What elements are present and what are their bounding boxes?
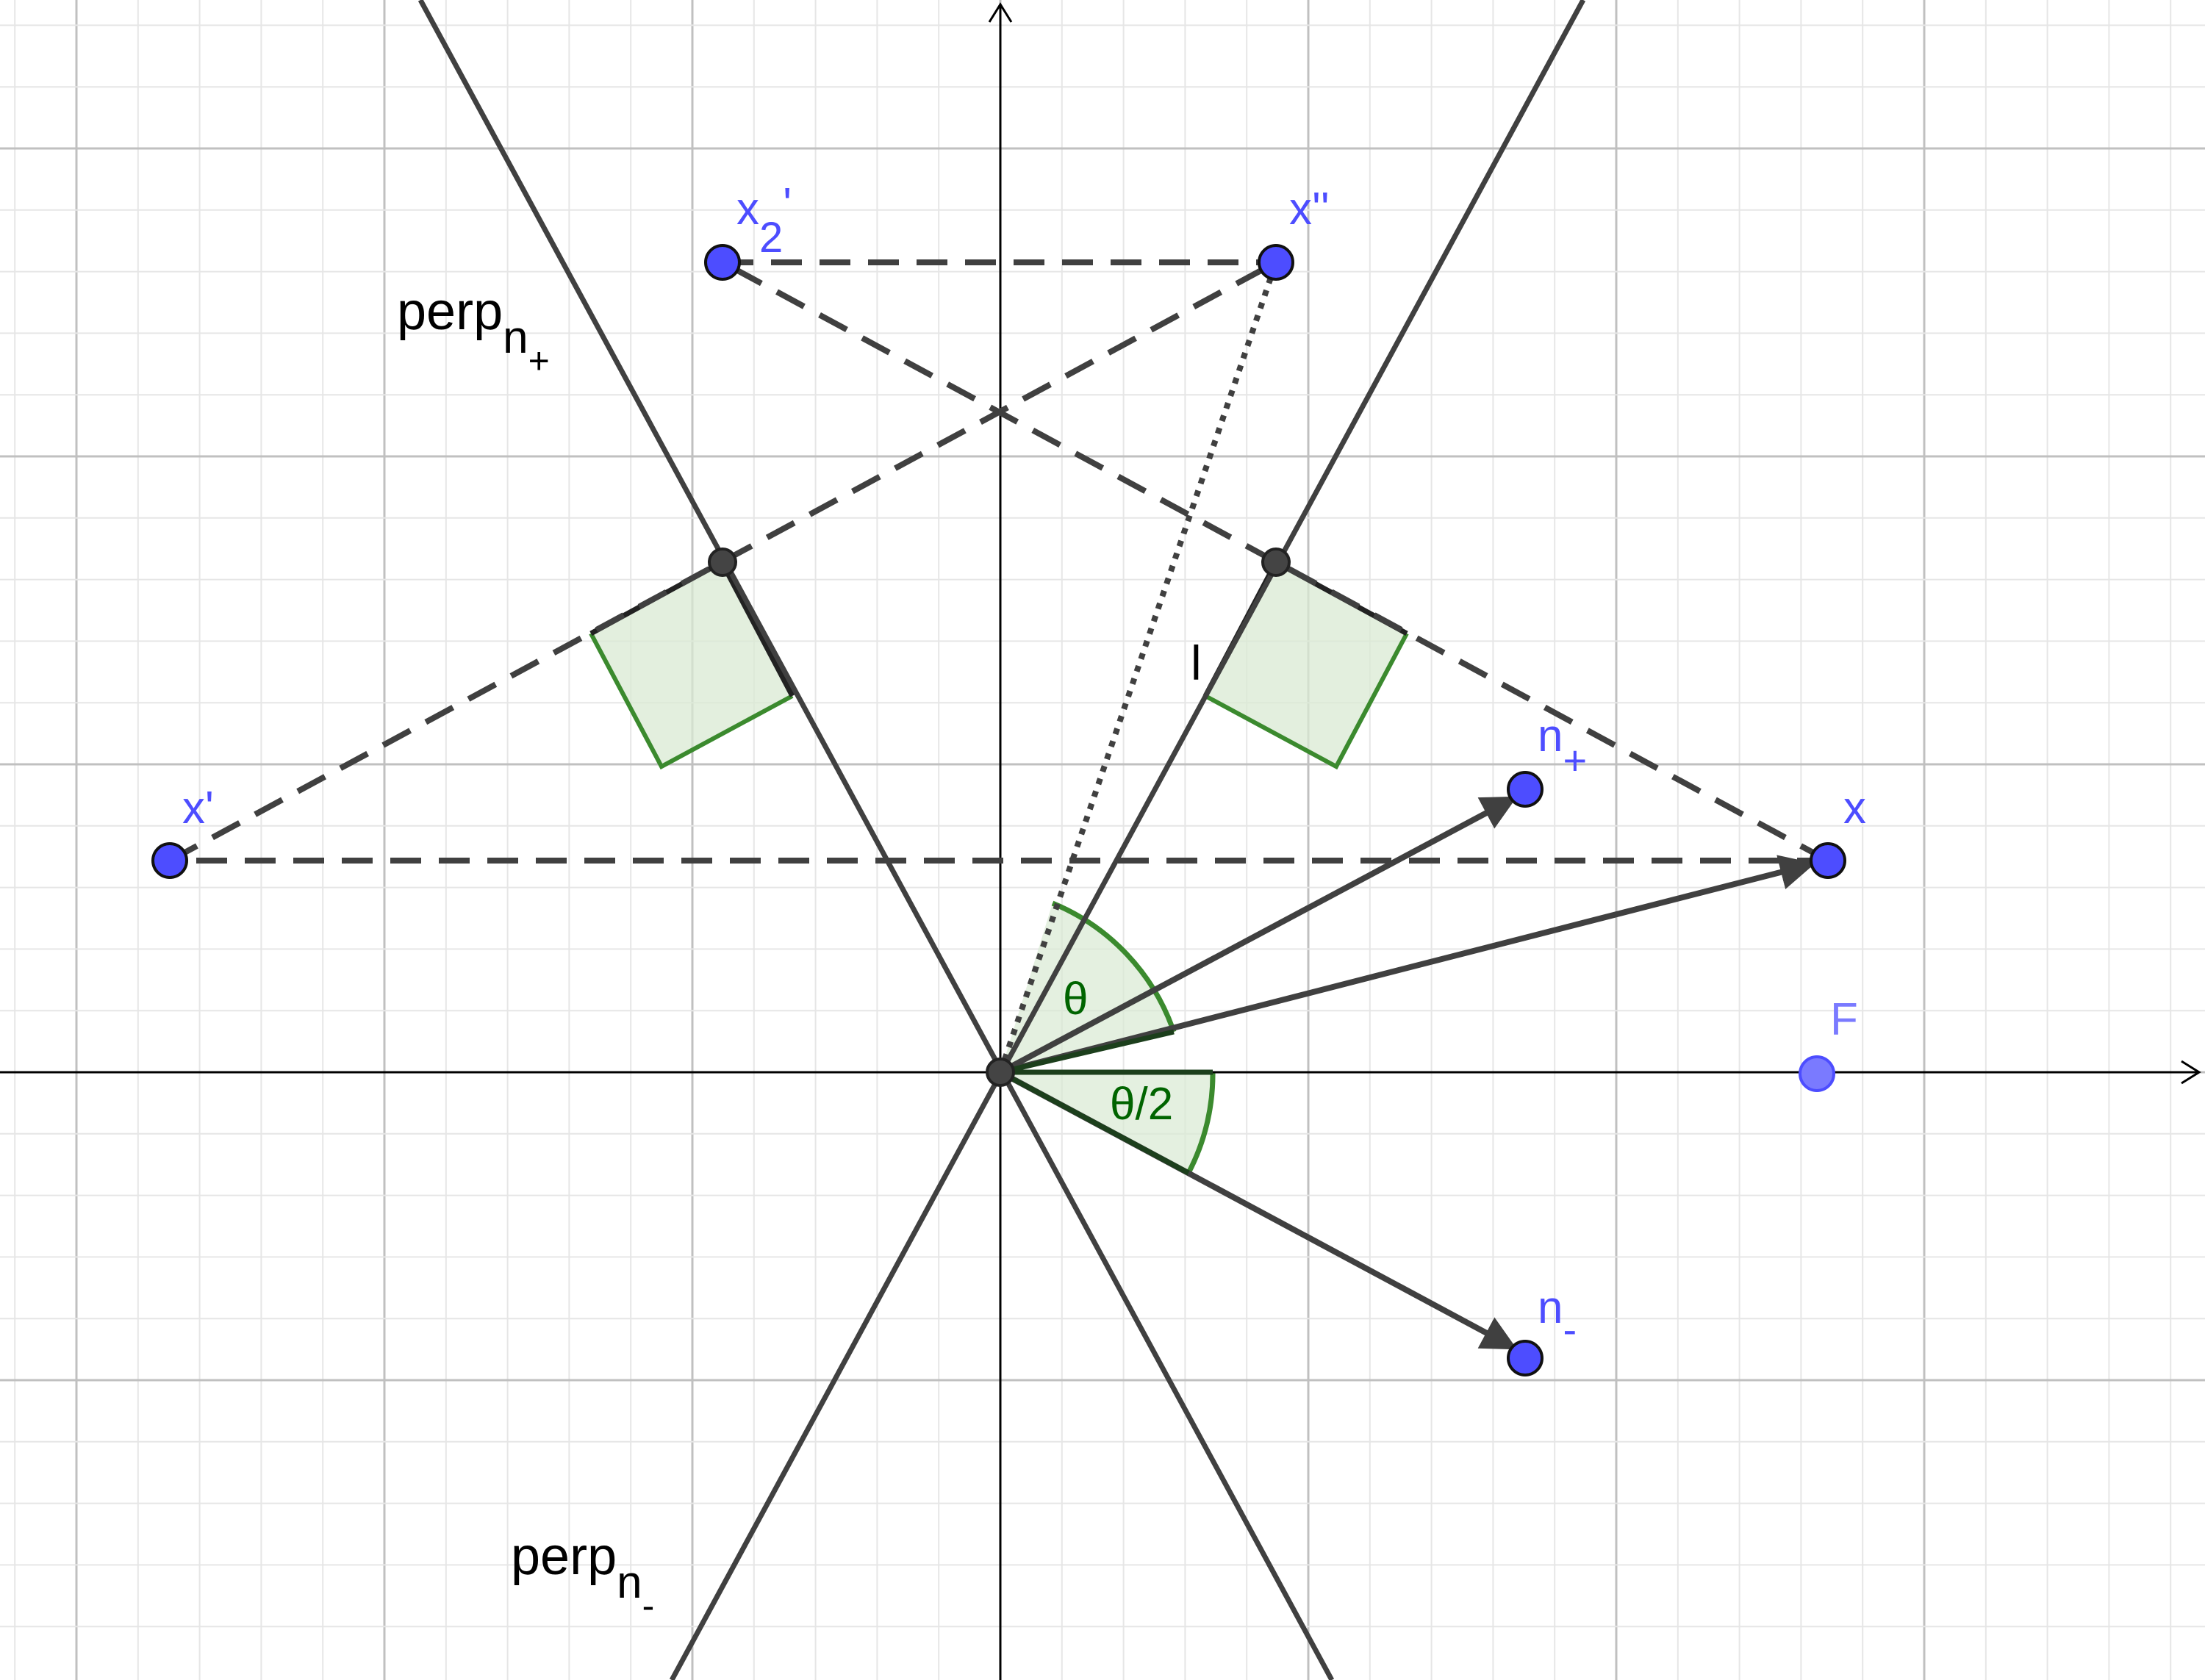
angle-rays <box>999 1029 1213 1176</box>
label-perp-n-minus: perpn- <box>511 1527 654 1626</box>
label-n-plus: n+ <box>1538 711 1587 783</box>
label-F: F <box>1830 994 1858 1045</box>
label-perp-n-plus: perpn+ <box>397 282 550 381</box>
vector-to-x <box>1000 855 1815 1075</box>
dashed-xprime-to-xdoubleprime <box>168 259 1277 864</box>
point-F[interactable] <box>1799 1055 1835 1092</box>
intersection-point-left[interactable] <box>708 548 737 577</box>
dashed-x-to-x2prime <box>721 259 1829 864</box>
point-labels: x x' x2' x'' n+ n- F <box>182 179 1866 1352</box>
angle-labels: θ θ/2 <box>1063 974 1173 1130</box>
point-x[interactable] <box>1810 842 1846 879</box>
label-x2-prime: x2' <box>736 179 792 262</box>
right-angle-marker-right <box>1202 559 1409 770</box>
origin-point[interactable] <box>986 1058 1015 1087</box>
right-angle-marker-left <box>589 559 795 770</box>
label-x-double-prime: x'' <box>1289 184 1330 234</box>
point-n-plus[interactable] <box>1507 771 1544 808</box>
label-x: x <box>1843 783 1866 833</box>
dashed-construction-lines <box>168 259 1829 864</box>
point-n-minus[interactable] <box>1507 1340 1544 1376</box>
label-x-prime: x' <box>182 783 214 833</box>
label-n-minus: n- <box>1538 1282 1577 1352</box>
label-theta: θ <box>1063 974 1088 1024</box>
vector-to-n-plus <box>999 795 1518 1075</box>
perp-n-plus-line <box>417 0 1335 1680</box>
perp-n-minus-line <box>669 0 1586 1680</box>
point-x-prime[interactable] <box>151 842 188 879</box>
perpendicular-lines <box>417 0 1586 1680</box>
point-x-double-prime[interactable] <box>1258 244 1294 281</box>
intersection-points <box>708 548 1291 1087</box>
line-labels: perpn+ perpn- l <box>397 282 1202 1626</box>
intersection-point-right[interactable] <box>1261 548 1291 577</box>
point-x2-prime[interactable] <box>704 244 741 281</box>
label-line-l: l <box>1191 636 1202 690</box>
named-points <box>151 244 1846 1376</box>
label-half-theta: θ/2 <box>1110 1079 1173 1130</box>
line-l-dotted <box>997 261 1279 1074</box>
